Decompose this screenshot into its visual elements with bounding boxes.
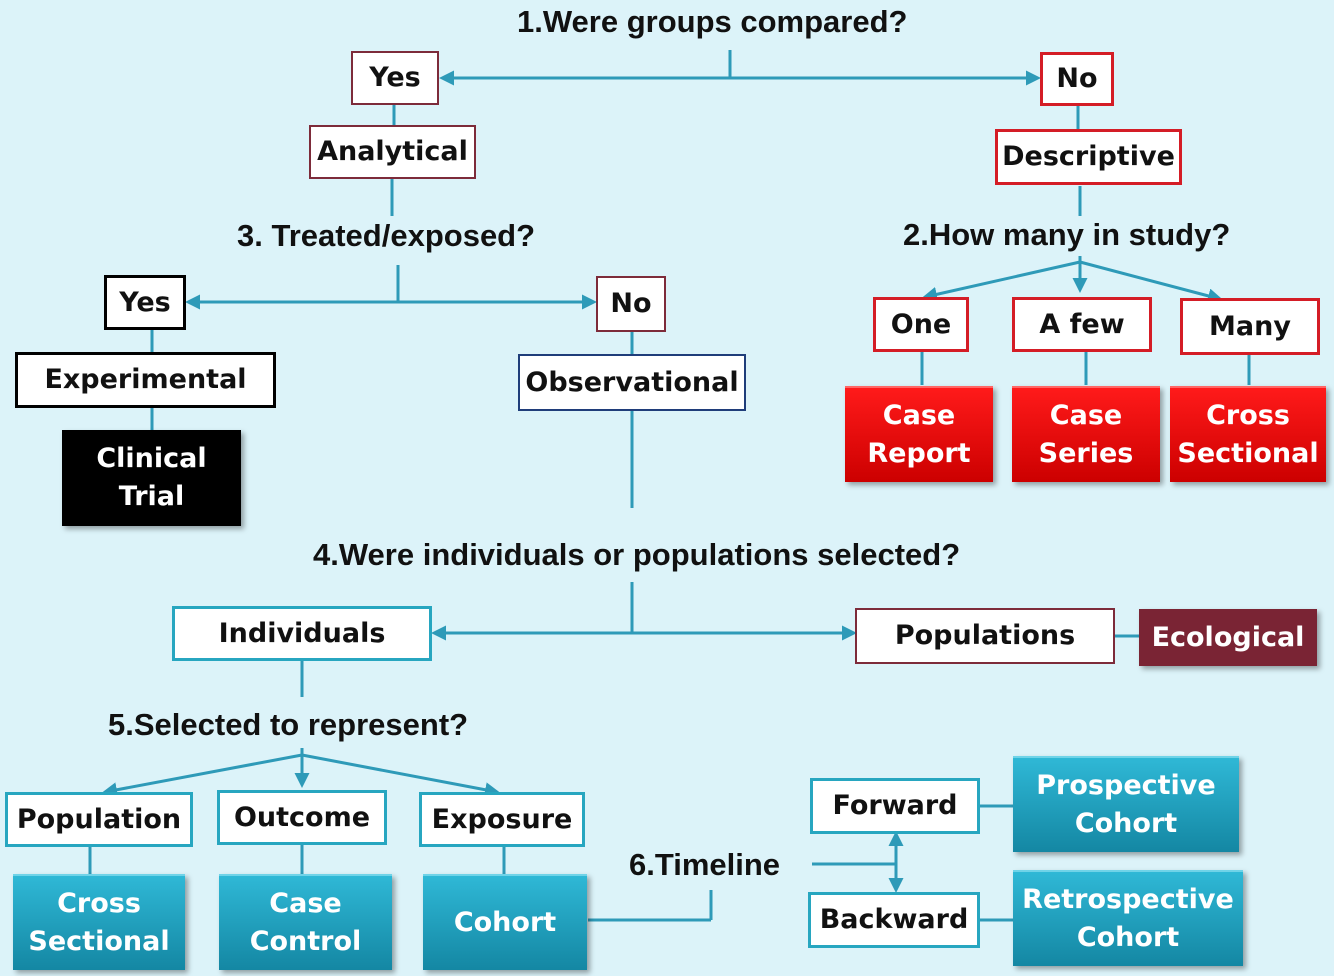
- observational-box: Observational: [518, 354, 746, 411]
- q3-yes-box: Yes: [104, 275, 186, 330]
- analytical-box: Analytical: [309, 125, 476, 179]
- q2-few-box: A few: [1012, 297, 1152, 352]
- case-series-box: Case Series: [1012, 386, 1160, 482]
- q2-many-box: Many: [1180, 298, 1320, 355]
- q2-one-box: One: [873, 297, 969, 352]
- question-3-label: 3. Treated/exposed?: [237, 218, 536, 253]
- question-1-label: 1.Were groups compared?: [517, 4, 908, 39]
- q3-no-box: No: [596, 276, 666, 332]
- q1-no-box: No: [1040, 52, 1114, 106]
- exposure-box: Exposure: [419, 792, 585, 847]
- case-report-box: Case Report: [845, 386, 993, 482]
- cohort-box: Cohort: [423, 874, 587, 970]
- populations-box: Populations: [855, 608, 1115, 664]
- case-control-box: Case Control: [219, 874, 392, 970]
- question-5-label: 5.Selected to represent?: [108, 707, 469, 742]
- individuals-box: Individuals: [172, 606, 432, 661]
- ecological-box: Ecological: [1139, 609, 1317, 666]
- descriptive-box: Descriptive: [995, 129, 1182, 185]
- question-2-label: 2.How many in study?: [903, 217, 1231, 252]
- experimental-box: Experimental: [15, 352, 276, 408]
- cross-sectional-analytical-box: Cross Sectional: [13, 874, 185, 970]
- outcome-box: Outcome: [217, 790, 387, 845]
- q1-yes-box: Yes: [351, 51, 439, 105]
- population-box: Population: [5, 792, 193, 847]
- question-4-label: 4.Were individuals or populations select…: [313, 537, 961, 572]
- backward-box: Backward: [808, 892, 980, 948]
- prospective-cohort-box: Prospective Cohort: [1013, 756, 1239, 852]
- clinical-trial-box: Clinical Trial: [62, 430, 241, 526]
- forward-box: Forward: [810, 778, 980, 834]
- question-6-label: 6.Timeline: [629, 847, 781, 882]
- cross-sectional-descriptive-box: Cross Sectional: [1170, 386, 1326, 482]
- retrospective-cohort-box: Retrospective Cohort: [1013, 870, 1243, 966]
